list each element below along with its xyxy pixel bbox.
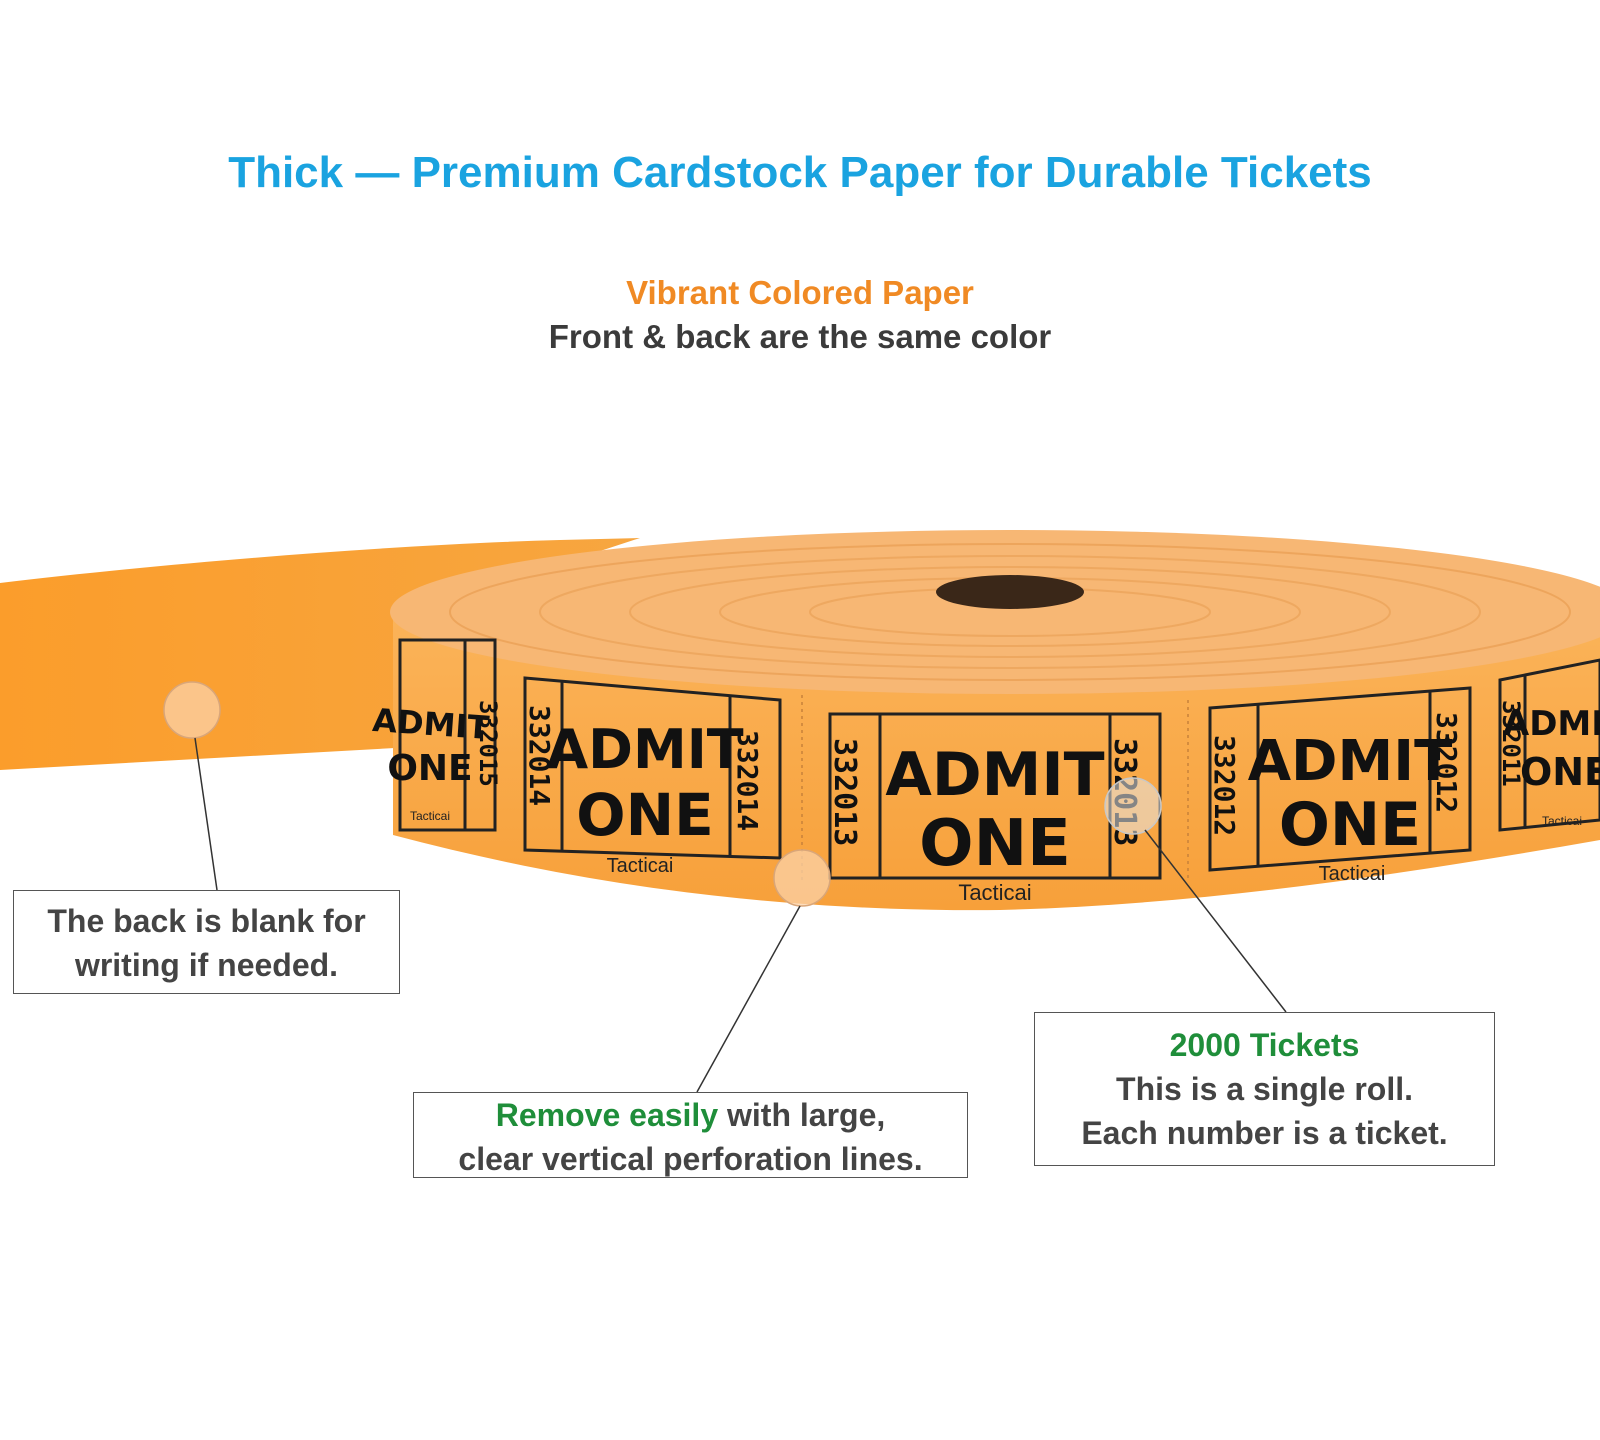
callout-marker (773, 849, 831, 907)
leader-line (194, 737, 218, 891)
svg-text:ONE: ONE (1279, 790, 1421, 860)
ticket-brand: Tacticai (410, 809, 450, 823)
loose-ticket-strip (0, 538, 640, 770)
headline: Thick — Premium Cardstock Paper for Dura… (228, 148, 1372, 197)
ticket-brand: Tacticai (607, 855, 674, 877)
ticket-brand: Tacticai (958, 880, 1031, 905)
callout-back-blank: The back is blank for writing if needed. (13, 890, 400, 994)
svg-text:ONE: ONE (576, 781, 713, 849)
leader-line (696, 905, 801, 1093)
ticket: ADMIT ONE 332012 332012 Tacticai (1208, 686, 1472, 885)
ticket-title: ADMIT (885, 740, 1104, 810)
ticket-number: 332011 (1497, 700, 1525, 787)
ticket-brand: Tacticai (1542, 814, 1582, 828)
ticket-title: ADMIT (1248, 729, 1453, 794)
svg-text:ONE: ONE (387, 748, 472, 789)
callout-back-line1: The back is blank for (47, 903, 366, 939)
svg-text:ONE: ONE (919, 807, 1071, 881)
subheading-body: Front & back are the same color (548, 318, 1052, 355)
callout-ticket-count: 2000 Tickets This is a single roll. Each… (1034, 1012, 1495, 1166)
callout-count-line1: This is a single roll. (1116, 1071, 1413, 1107)
callout-marker (1104, 777, 1162, 835)
ticket-title: ADMIT (1503, 704, 1600, 744)
callout-marker (163, 681, 221, 739)
roll-core (936, 575, 1084, 609)
callout-remove-highlight: Remove easily (495, 1097, 719, 1133)
ticket: ADMIT ONE 332014 332014 Tacticai (523, 676, 782, 877)
ticket: ADMIT ONE 332015 Tacticai (371, 638, 502, 832)
callout-back-line2: writing if needed. (74, 947, 339, 983)
callout-count-line2: Each number is a ticket. (1081, 1115, 1448, 1151)
ticket-number: 332012 (1430, 712, 1463, 813)
ticket: ADMIT ONE 332011 Tacticai (1497, 658, 1600, 832)
ticket-title: ADMIT (546, 718, 743, 781)
callout-count-highlight: 2000 Tickets (1169, 1027, 1360, 1063)
callout-remove-rest: with large, (718, 1097, 886, 1133)
svg-text:ONE: ONE (1520, 750, 1600, 794)
ticket-number: 332013 (827, 738, 862, 846)
subheading-accent: Vibrant Colored Paper (626, 274, 974, 311)
ticket-number: 332014 (523, 705, 556, 806)
roll-top (390, 530, 1600, 694)
ticket-number: 332012 (1208, 735, 1241, 836)
callout-remove-easily: Remove easily with large, clear vertical… (413, 1092, 968, 1178)
ticket-number: 332015 (474, 700, 502, 787)
ticket-title: ADMIT (371, 701, 490, 747)
leader-line (1144, 829, 1287, 1013)
ticket-number: 332014 (731, 730, 764, 831)
callout-remove-line2: clear vertical perforation lines. (458, 1141, 923, 1177)
ticket-brand: Tacticai (1319, 863, 1386, 885)
